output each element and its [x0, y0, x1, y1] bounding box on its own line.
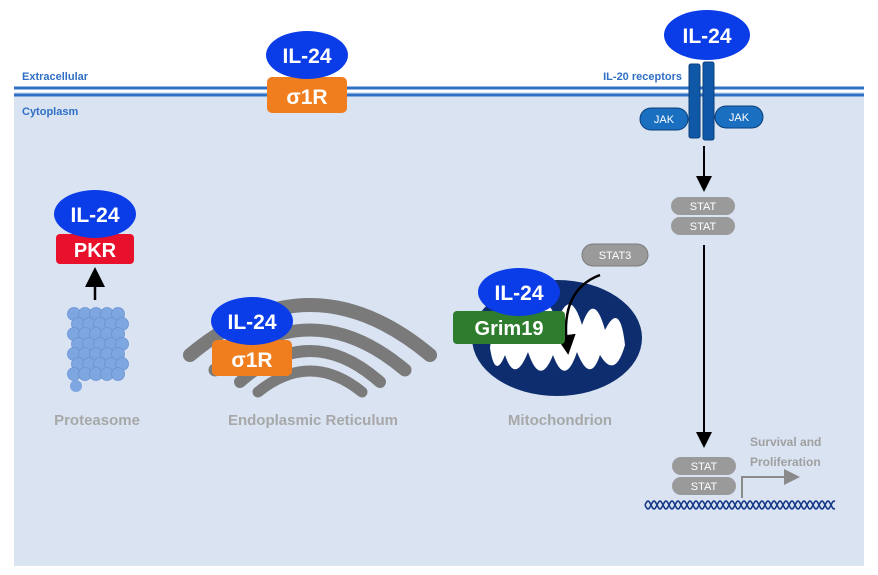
sigma1r-membrane-label: σ1R: [286, 86, 327, 109]
jak-right: [714, 105, 764, 129]
il24-er-label: IL-24: [227, 311, 276, 334]
grim19-box: [453, 311, 565, 344]
jak-left-label: JAK: [654, 114, 675, 126]
stat-bottom-1-label: STAT: [691, 461, 718, 473]
receptor-chain-right: [702, 61, 715, 141]
stat-top-2: [671, 217, 735, 235]
proteasome-label: Proteasome: [54, 412, 140, 429]
receptor-chain-left: [688, 63, 701, 139]
il24-membrane-ellipse: [266, 31, 348, 79]
stat-dimer-top: STAT STAT: [671, 197, 735, 235]
il24-pkr-ellipse: [54, 190, 136, 238]
survival-label-line2: Proliferation: [750, 455, 821, 469]
stat3-label: STAT3: [599, 250, 632, 262]
sigma1r-er-box: [212, 340, 292, 376]
cell-membrane: [14, 86, 864, 97]
stat-top-1: [671, 197, 735, 215]
il24-receptor-ellipse: [664, 10, 750, 60]
pkr-complex: PKR IL-24: [54, 190, 136, 264]
proteasome-icon: [67, 307, 129, 392]
grim19-label: Grim19: [475, 318, 544, 340]
grim19-complex: Grim19 IL-24: [453, 268, 565, 344]
receptors-label: IL-20 receptors: [603, 71, 682, 83]
dna-strand-icon: [644, 500, 836, 510]
survival-label-line1: Survival and: [750, 435, 821, 449]
er-sigma1r-complex: σ1R IL-24: [211, 297, 293, 376]
stat-bottom-2: [672, 477, 736, 495]
cytoplasm-label: Cytoplasm: [22, 106, 78, 118]
jak-left: [639, 107, 689, 131]
transcription-arrow: [741, 469, 800, 498]
er-label: Endoplasmic Reticulum: [228, 412, 398, 429]
stat-dimer-bottom: STAT STAT: [672, 457, 736, 495]
pkr-box: [56, 234, 134, 264]
pkr-label: PKR: [74, 240, 117, 262]
il20-receptor: IL-24 JAK JAK: [639, 10, 764, 141]
membrane-sigma1r-complex: σ1R IL-24: [266, 31, 348, 113]
extracellular-label: Extracellular: [22, 71, 89, 83]
sigma1r-er-label: σ1R: [231, 349, 272, 372]
arrow-stat3-to-mito: [555, 273, 601, 355]
il24-membrane-label: IL-24: [282, 45, 331, 68]
il24-mito-label: IL-24: [494, 282, 543, 305]
sigma1r-membrane-box: [267, 77, 347, 113]
stat-top-1-label: STAT: [690, 201, 717, 213]
jak-right-label: JAK: [729, 112, 750, 124]
il24-receptor-label: IL-24: [682, 25, 731, 48]
stat3-box: [581, 243, 649, 267]
il24-mito-ellipse: [478, 268, 560, 316]
il24-er-ellipse: [211, 297, 293, 345]
il24-pkr-label: IL-24: [70, 204, 119, 227]
stat-top-2-label: STAT: [690, 221, 717, 233]
stat-bottom-1: [672, 457, 736, 475]
cytoplasm-region: [14, 92, 864, 566]
stat-bottom-2-label: STAT: [691, 481, 718, 493]
mitochondrion-label: Mitochondrion: [508, 412, 612, 429]
